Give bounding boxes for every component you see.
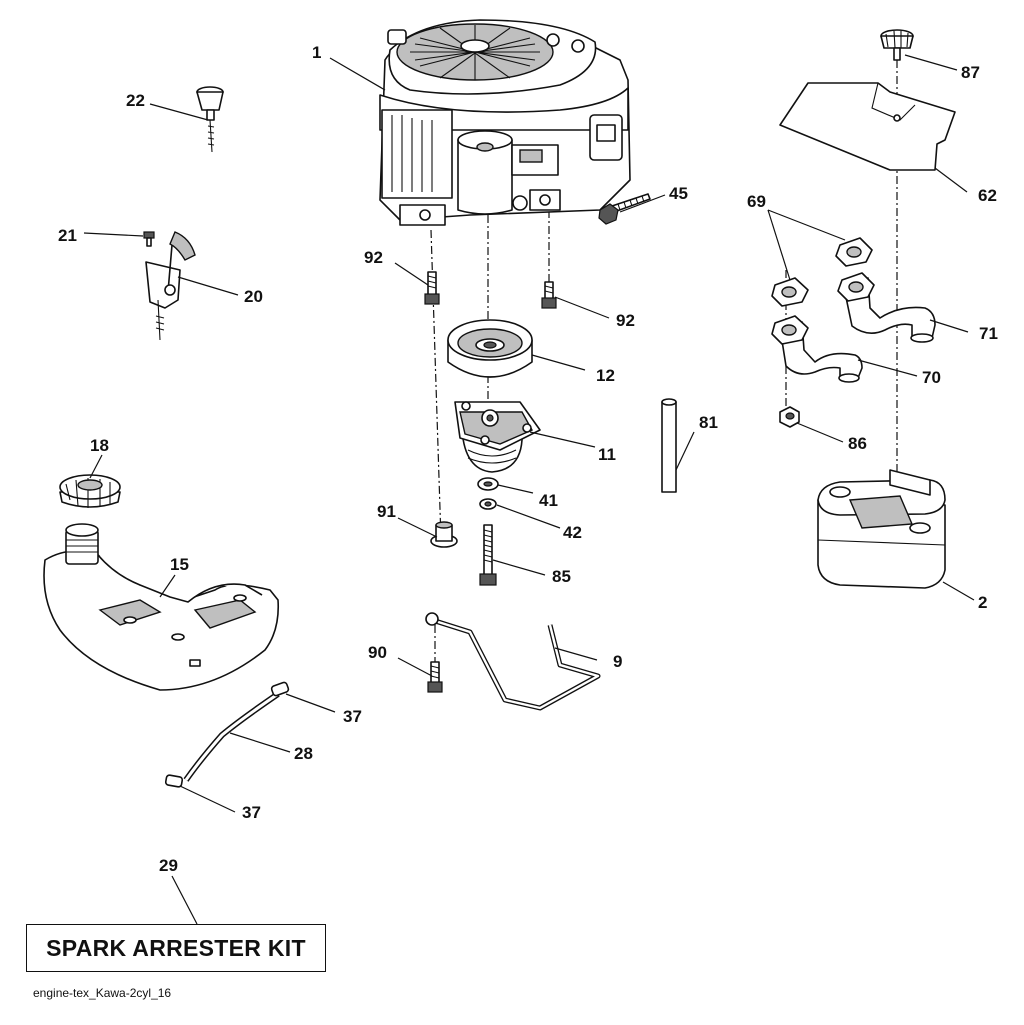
choke-knob-part[interactable] [196, 86, 224, 153]
screw-21-part[interactable] [143, 231, 155, 247]
callout-92-right: 92 [616, 311, 635, 330]
callout-1: 1 [312, 43, 321, 62]
callout-91: 91 [377, 502, 396, 521]
callout-42: 42 [563, 523, 582, 542]
exhaust-pipe-70-part[interactable] [771, 315, 863, 383]
clutch-part[interactable] [454, 401, 541, 473]
callout-2: 2 [978, 593, 987, 612]
callout-11: 11 [598, 445, 616, 464]
callout-85: 85 [552, 567, 571, 586]
callout-41: 41 [539, 491, 558, 510]
heat-shield-part[interactable] [779, 82, 956, 171]
hose-clamp-upper-part[interactable] [270, 681, 290, 697]
engine-part[interactable] [379, 19, 631, 226]
spark-arrester-kit-label: SPARK ARRESTER KIT [46, 934, 306, 961]
callout-21: 21 [58, 226, 77, 245]
bolt-92-left-part[interactable] [424, 271, 440, 305]
washer-42-part[interactable] [479, 498, 497, 510]
leader-lines [83, 54, 975, 925]
callout-87: 87 [961, 63, 980, 82]
bolt-85-part[interactable] [479, 524, 497, 586]
nut-86-part[interactable] [779, 406, 800, 428]
spark-arrester-kit-box[interactable]: SPARK ARRESTER KIT [26, 924, 326, 972]
bolt-90-part[interactable] [427, 661, 443, 693]
throttle-control-part[interactable] [145, 231, 196, 341]
callout-71: 71 [979, 324, 998, 343]
callout-86: 86 [848, 434, 867, 453]
shield-knob-part[interactable] [880, 29, 914, 61]
washer-41-part[interactable] [477, 477, 499, 491]
callout-9: 9 [613, 652, 622, 671]
callout-numbers: 1 2 9 11 12 15 18 20 21 22 28 29 37 37 4… [58, 43, 998, 875]
callout-12: 12 [596, 366, 615, 385]
callout-62: 62 [978, 186, 997, 205]
bolt-92-right-part[interactable] [541, 281, 557, 309]
callout-92-left: 92 [364, 248, 383, 267]
gasket-right-part[interactable] [835, 237, 873, 267]
callout-15: 15 [170, 555, 189, 574]
fuel-hose-part[interactable] [183, 691, 280, 782]
bolt-45-part[interactable] [598, 193, 651, 225]
fuel-tank-part[interactable] [43, 523, 280, 691]
hose-clamp-lower-part[interactable] [164, 774, 184, 788]
exhaust-pipe-71-part[interactable] [837, 272, 936, 343]
callout-29: 29 [159, 856, 178, 875]
callout-18: 18 [90, 436, 109, 455]
spacer-91-part[interactable] [430, 521, 458, 548]
callout-20: 20 [244, 287, 263, 306]
muffler-part[interactable] [817, 469, 946, 589]
callout-37-upper: 37 [343, 707, 362, 726]
callout-81: 81 [699, 413, 718, 432]
tube-81-part[interactable] [661, 398, 677, 493]
callout-69: 69 [747, 192, 766, 211]
callout-28: 28 [294, 744, 313, 763]
callout-45: 45 [669, 184, 688, 203]
callout-22: 22 [126, 91, 145, 110]
pulley-part[interactable] [447, 319, 533, 378]
drawing-id-label: engine-tex_Kawa-2cyl_16 [33, 986, 172, 1000]
callout-70: 70 [922, 368, 941, 387]
callout-90: 90 [368, 643, 387, 662]
callout-37-lower: 37 [242, 803, 261, 822]
gasket-left-part[interactable] [771, 277, 809, 307]
fuel-cap-part[interactable] [59, 474, 121, 508]
rod-9-part[interactable] [425, 612, 601, 711]
